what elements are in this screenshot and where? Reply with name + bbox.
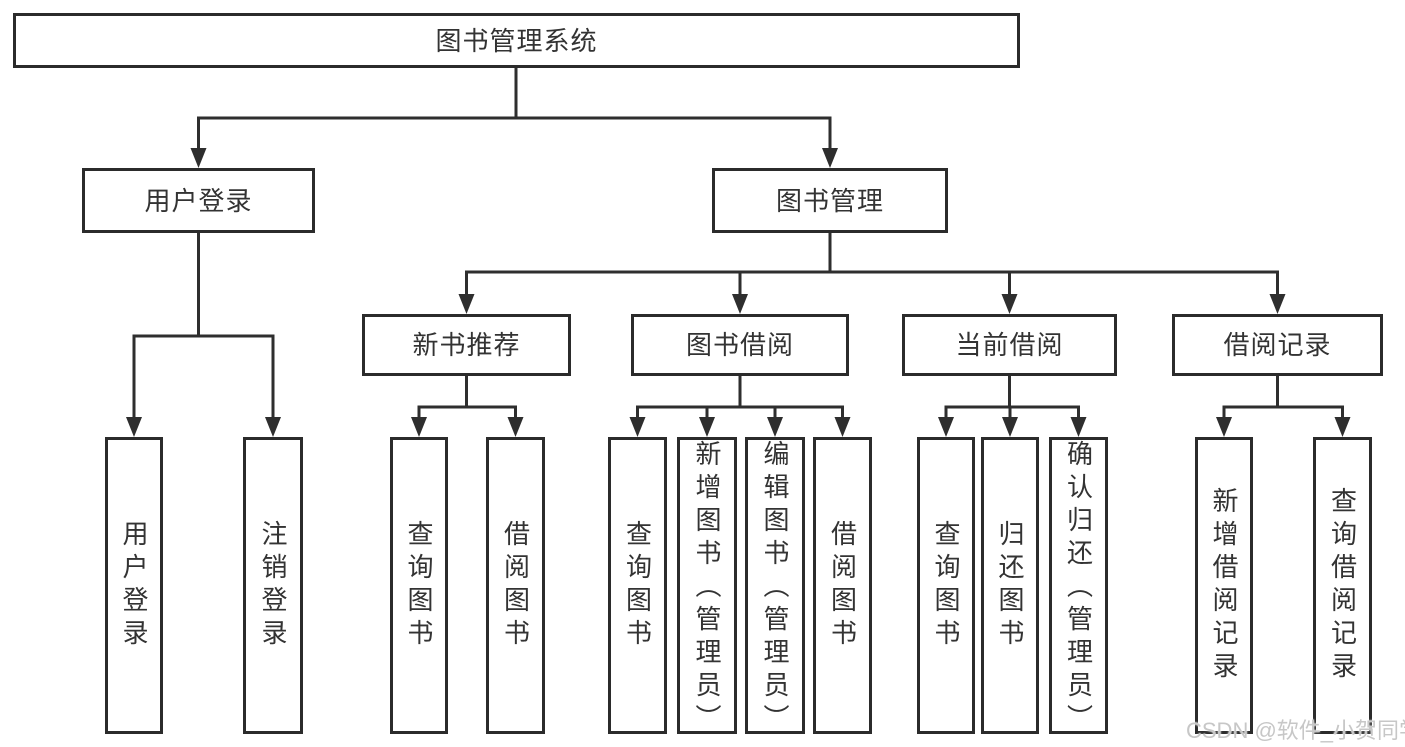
leaf-borrowing-add-books-admin-label: 新增图书（管理员） (692, 440, 722, 737)
leaf-records-query-record: 查询借阅记录 (1313, 437, 1372, 734)
leaf-borrowing-query-books: 查询图书 (608, 437, 667, 734)
watermark: CSDN @软件_小贺同学 (1186, 718, 1405, 743)
leaf-borrowing-edit-books-admin: 编辑图书（管理员） (745, 437, 805, 737)
node-borrowing-records: 借阅记录 (1172, 314, 1383, 376)
node-book-borrowing: 图书借阅 (631, 314, 849, 376)
connector-book-borrowing-children (629, 376, 851, 437)
leaf-current-query-books-label: 查询图书 (931, 519, 961, 652)
node-root: 图书管理系统 (13, 13, 1020, 68)
leaf-borrowing-borrow-books-label: 借阅图书 (827, 519, 858, 652)
connector-borrowing-records-children (1216, 376, 1351, 437)
leaf-newbooks-query-books: 查询图书 (390, 437, 448, 734)
leaf-current-confirm-return-admin-label: 确认归还（管理员） (1063, 440, 1094, 737)
connector-new-book-recommend-children (411, 376, 524, 437)
connector-current-borrowing-children (938, 376, 1087, 437)
node-root-label: 图书管理系统 (435, 25, 598, 56)
leaf-current-query-books: 查询图书 (917, 437, 975, 734)
connector-root-to-level2 (190, 68, 838, 168)
node-book-borrowing-label: 图书借阅 (685, 330, 794, 360)
node-book-management: 图书管理 (712, 168, 948, 233)
leaf-records-add-record: 新增借阅记录 (1195, 437, 1253, 734)
leaf-records-add-record-label: 新增借阅记录 (1209, 486, 1239, 685)
leaf-current-return-books-label: 归还图书 (995, 519, 1025, 652)
leaf-borrowing-borrow-books: 借阅图书 (813, 437, 872, 734)
leaf-user-login: 用户登录 (105, 437, 163, 734)
leaf-logout: 注销登录 (243, 437, 303, 734)
leaf-current-return-books: 归还图书 (981, 437, 1039, 734)
connector-book-management-children (458, 233, 1286, 314)
leaf-borrowing-add-books-admin: 新增图书（管理员） (677, 437, 737, 737)
connector-user-login-children (126, 233, 281, 437)
leaf-newbooks-borrow-books: 借阅图书 (486, 437, 545, 734)
leaf-user-login-label: 用户登录 (119, 519, 149, 652)
node-new-book-recommend: 新书推荐 (362, 314, 571, 376)
node-current-borrowing-label: 当前借阅 (955, 330, 1064, 360)
leaf-newbooks-query-books-label: 查询图书 (404, 519, 434, 652)
node-borrowing-records-label: 借阅记录 (1223, 330, 1332, 360)
leaf-newbooks-borrow-books-label: 借阅图书 (500, 519, 531, 652)
leaf-logout-label: 注销登录 (258, 519, 288, 652)
leaf-borrowing-edit-books-admin-label: 编辑图书（管理员） (760, 440, 790, 737)
node-current-borrowing: 当前借阅 (902, 314, 1117, 376)
leaf-records-query-record-label: 查询借阅记录 (1327, 486, 1358, 685)
leaf-current-confirm-return-admin: 确认归还（管理员） (1049, 437, 1108, 737)
node-book-management-label: 图书管理 (775, 185, 884, 216)
node-new-book-recommend-label: 新书推荐 (412, 330, 521, 360)
leaf-borrowing-query-books-label: 查询图书 (622, 519, 653, 652)
node-user-login: 用户登录 (82, 168, 315, 233)
node-user-login-label: 用户登录 (144, 185, 253, 216)
